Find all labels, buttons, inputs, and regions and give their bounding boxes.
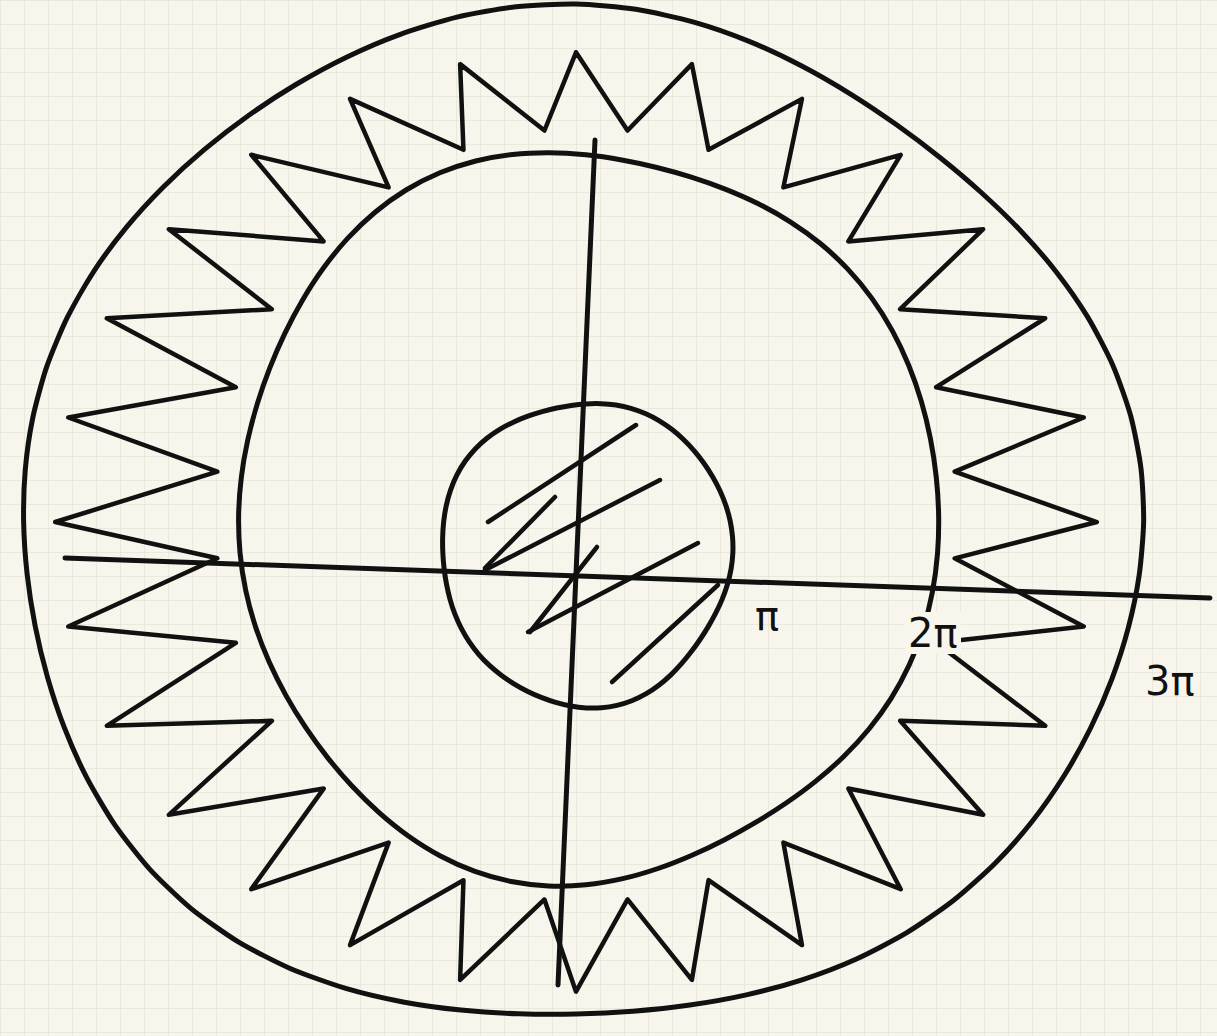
inner-circle <box>443 404 733 708</box>
x-axis <box>65 558 1210 598</box>
y-axis <box>558 140 595 985</box>
inner-hatching <box>485 480 660 570</box>
inner-hatching <box>612 585 718 682</box>
inner-hatching <box>528 543 698 632</box>
circles-and-shading <box>24 4 1144 1014</box>
outer-circle <box>24 4 1144 1014</box>
inner-hatching <box>485 497 555 568</box>
axis-mark: π <box>752 595 782 637</box>
axis-mark: 3π <box>1142 660 1198 702</box>
ring-shading <box>55 52 1097 991</box>
axis-mark: 2π <box>905 612 961 654</box>
inner-hatching <box>530 547 597 632</box>
inner-hatching <box>488 425 636 522</box>
